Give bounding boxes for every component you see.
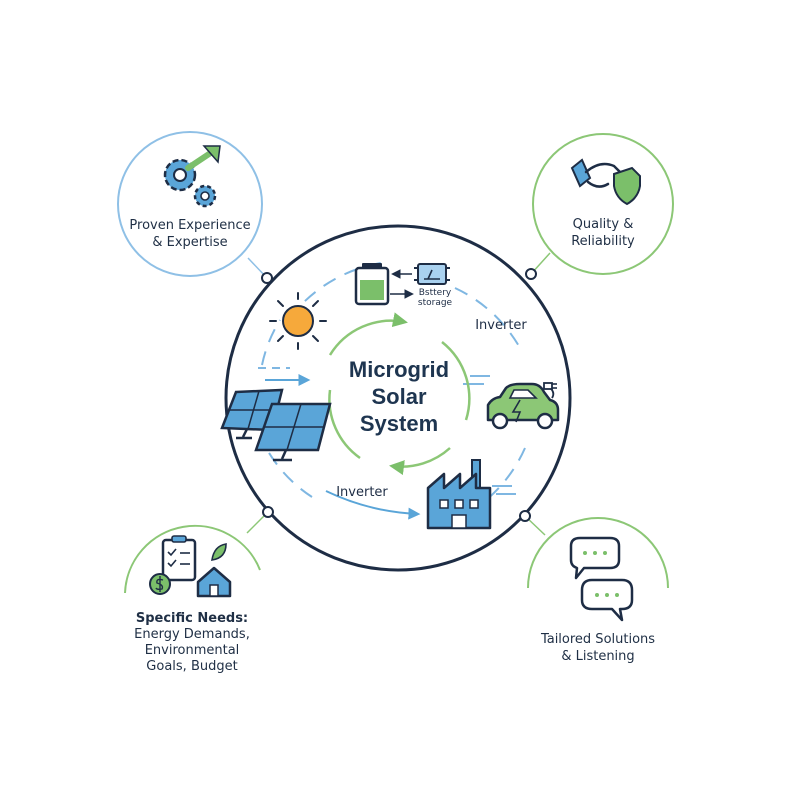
battery-storage-label-line-2: storage — [417, 298, 453, 308]
electric-car-icon — [486, 382, 560, 430]
node-tailored-arc — [527, 517, 669, 589]
charge-controller-icon — [414, 263, 450, 285]
node-dot-bottom-right — [519, 510, 531, 522]
gears-arrow-icon — [163, 145, 221, 208]
node-dot-top-right — [525, 268, 537, 280]
experience-label: Proven Experience & Expertise — [120, 217, 260, 251]
battery-storage-label-line-1: Bsttery — [418, 288, 452, 298]
factory-icon — [426, 459, 492, 530]
inner-green-ring — [328, 312, 471, 476]
handshake-shield-icon — [570, 158, 641, 206]
needs-label-line-2: Energy Demands, — [134, 627, 250, 642]
center-title-line-2: Solar — [371, 384, 427, 409]
needs-label-line-3: Environmental — [144, 643, 240, 658]
tailored-label-line-1: Tailored Solutions — [540, 632, 656, 647]
battery-storage-label: Bsttery storage — [407, 288, 463, 308]
experience-label-line-1: Proven Experience — [129, 218, 251, 233]
node-experience-circle — [117, 131, 263, 277]
node-needs-arc — [124, 524, 261, 594]
quality-label-line-1: Quality & — [572, 217, 634, 232]
tailored-label: Tailored Solutions & Listening — [528, 631, 668, 665]
inverter-label-top: Inverter — [475, 318, 527, 333]
node-dot-bottom-left — [262, 506, 274, 518]
connector-nodes — [261, 268, 537, 522]
needs-label-line-4: Goals, Budget — [146, 659, 238, 674]
flow-arrow-bottom — [325, 490, 421, 520]
main-circle — [224, 224, 572, 572]
checklist-house-icon — [149, 535, 232, 598]
sun-icon — [269, 292, 327, 350]
quality-label: Quality & Reliability — [548, 216, 658, 250]
chat-bubbles-icon — [569, 536, 634, 622]
needs-label-line-1: Specific Needs: — [135, 611, 249, 626]
node-dot-top-left — [261, 272, 273, 284]
needs-label: Specific Needs: Energy Demands, Environm… — [120, 611, 264, 675]
quality-label-line-2: Reliability — [571, 234, 635, 249]
tailored-label-line-2: & Listening — [561, 649, 635, 664]
node-quality-circle — [532, 133, 674, 275]
center-title-line-1: Microgrid — [348, 357, 450, 382]
center-title-line-3: System — [359, 411, 439, 436]
inverter-label-bottom: Inverter — [336, 485, 388, 500]
battery-icon — [354, 263, 390, 306]
solar-panels-icon — [220, 388, 332, 462]
center-title: Microgrid Solar System — [318, 356, 480, 437]
experience-label-line-2: & Expertise — [152, 235, 228, 250]
